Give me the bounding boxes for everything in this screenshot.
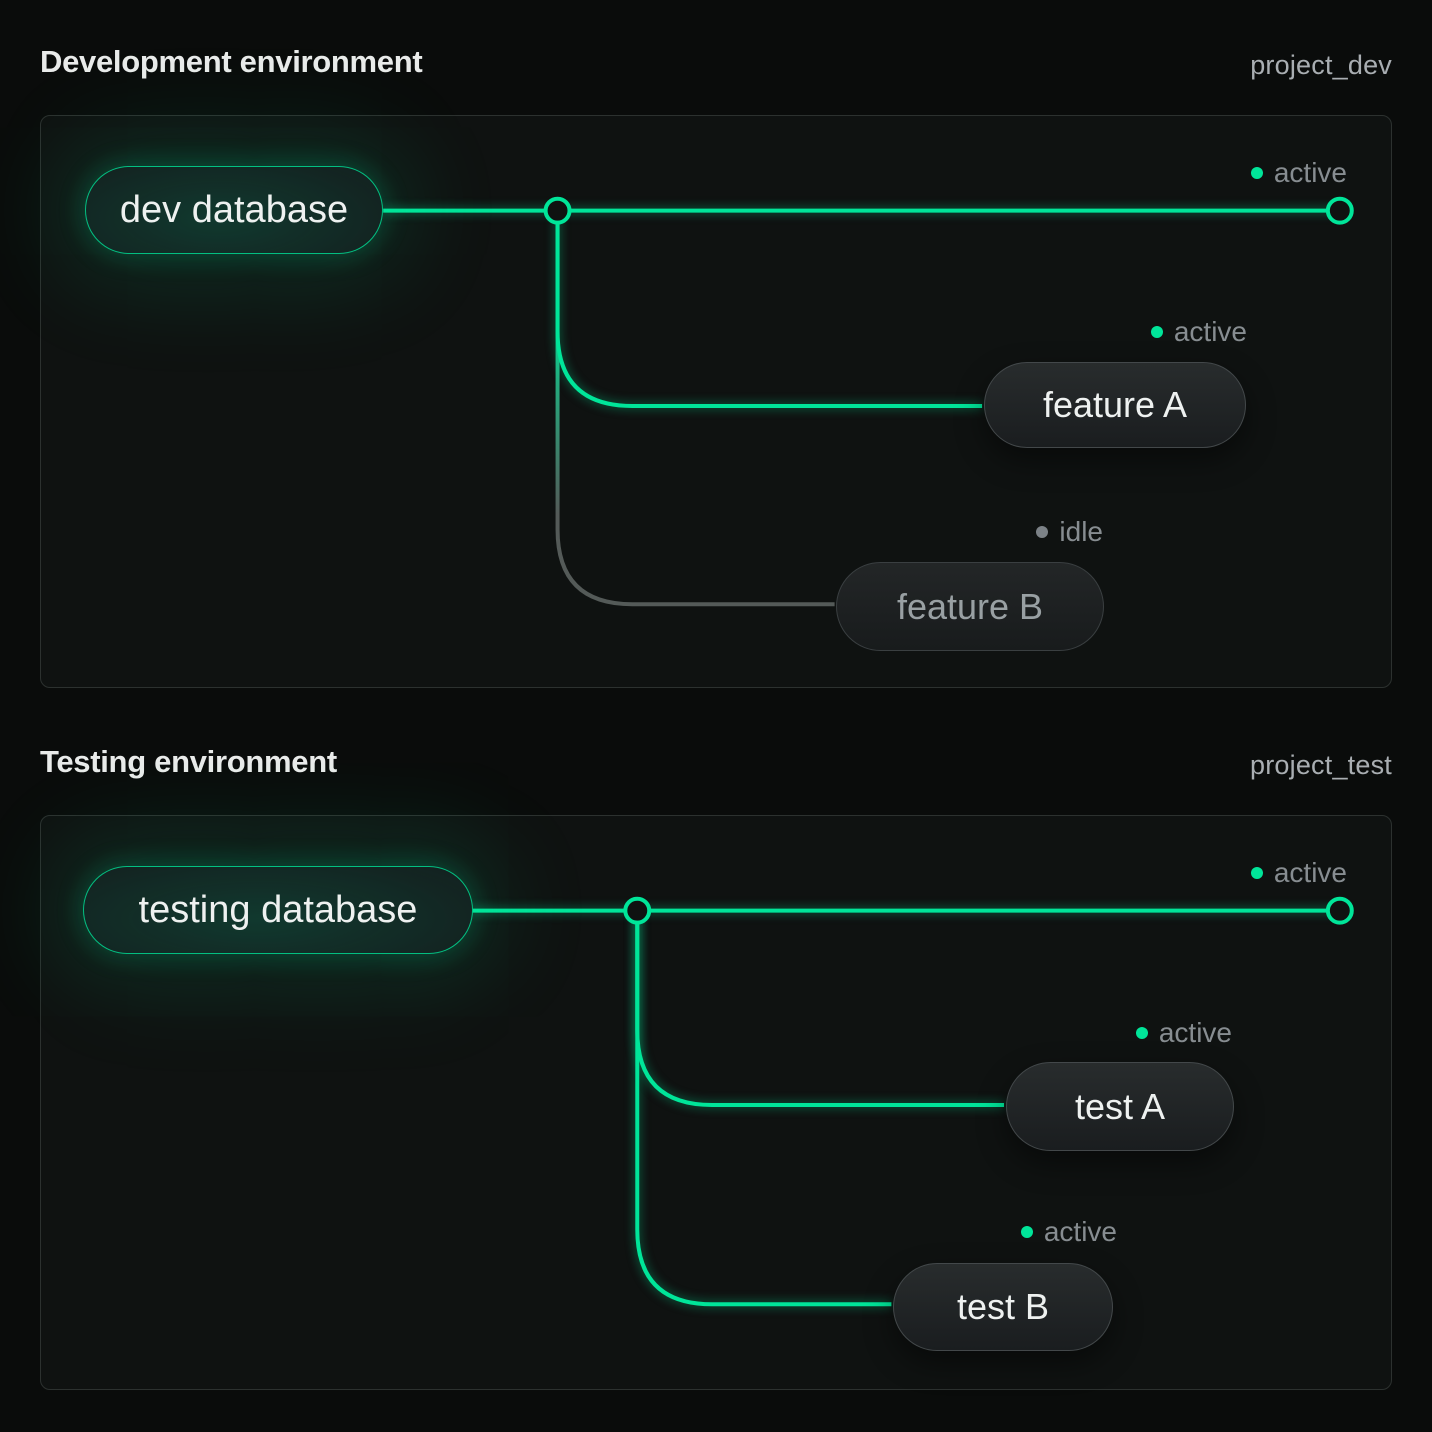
test-branch-line-test-a xyxy=(635,910,1004,1107)
test-main-endpoint-node xyxy=(1325,896,1354,925)
active-status-dot-icon xyxy=(1150,326,1163,338)
active-status-dot-icon xyxy=(1250,867,1263,879)
dev-environment-panel: active dev database active feature A idl… xyxy=(40,115,1392,688)
feature-b-status: idle xyxy=(1036,515,1103,549)
test-project-id-label: project_test xyxy=(1250,750,1392,780)
active-status-dot-icon xyxy=(1020,1226,1033,1238)
feature-a-status: active xyxy=(1150,315,1247,349)
active-status-dot-icon xyxy=(1250,167,1263,179)
dev-database-label: dev database xyxy=(119,188,349,231)
test-a-label: test A xyxy=(1074,1085,1166,1127)
test-main-status: active xyxy=(1250,856,1347,890)
test-a-branch-node[interactable]: test A xyxy=(1006,1062,1234,1151)
test-b-branch-node[interactable]: test B xyxy=(893,1263,1113,1351)
status-label: idle xyxy=(1059,516,1103,547)
test-branch-graph-svg xyxy=(470,896,1354,1307)
dev-branch-line-feature-b xyxy=(555,210,835,607)
dev-branch-junction-node xyxy=(543,196,572,225)
test-environment-panel: active testing database active test A ac… xyxy=(40,815,1392,1390)
testing-database-node[interactable]: testing database xyxy=(83,866,473,954)
dev-database-node[interactable]: dev database xyxy=(85,166,383,254)
testing-database-label: testing database xyxy=(138,888,418,931)
status-label: active xyxy=(1158,1017,1232,1048)
dev-main-status: active xyxy=(1250,156,1347,190)
dev-main-endpoint-node xyxy=(1325,196,1354,225)
test-branch-junction-node xyxy=(623,896,652,925)
dev-branch-graph-svg xyxy=(383,196,1354,607)
test-b-label: test B xyxy=(956,1286,1050,1327)
idle-status-dot-icon xyxy=(1036,526,1049,538)
dev-branch-line-feature-a xyxy=(555,210,983,408)
feature-a-branch-node[interactable]: feature A xyxy=(984,362,1246,448)
test-b-status: active xyxy=(1020,1215,1117,1249)
test-environment-title: Testing environment xyxy=(40,744,337,779)
status-label: active xyxy=(1043,1216,1117,1247)
feature-b-label: feature B xyxy=(896,585,1044,627)
feature-b-branch-node[interactable]: feature B xyxy=(836,562,1104,651)
status-label: active xyxy=(1273,857,1347,888)
dev-environment-title: Development environment xyxy=(40,44,423,79)
status-label: active xyxy=(1273,157,1347,188)
test-a-status: active xyxy=(1135,1016,1232,1050)
test-branch-line-test-b xyxy=(635,910,892,1307)
active-status-dot-icon xyxy=(1135,1027,1148,1039)
status-label: active xyxy=(1173,316,1247,347)
dev-project-id-label: project_dev xyxy=(1250,50,1392,80)
feature-a-label: feature A xyxy=(1042,384,1188,425)
